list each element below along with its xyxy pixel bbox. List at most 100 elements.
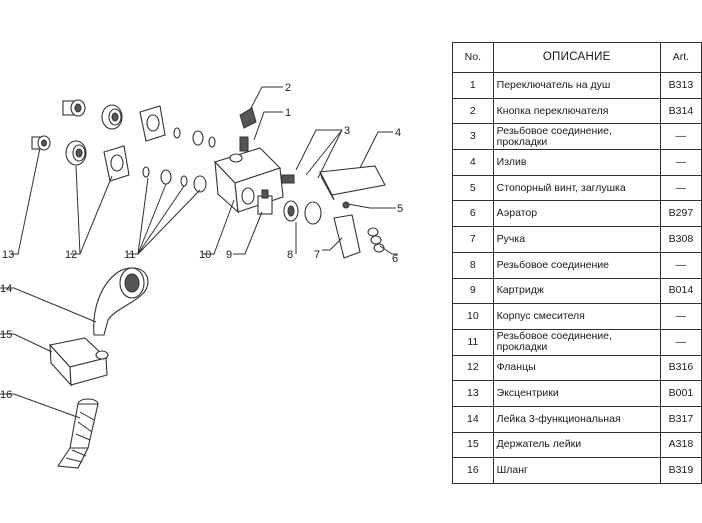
row-description: Шланг: [492, 457, 661, 484]
cartridge-part: [257, 189, 273, 215]
row-article: —: [659, 251, 702, 279]
row-article: —: [659, 174, 702, 202]
row-description: Кнопка переключателя: [492, 97, 661, 125]
callout-13: 13: [2, 249, 14, 261]
row-description: Резьбовое соединение, прокладки: [492, 328, 661, 356]
row-number: 14: [452, 405, 494, 433]
callout-16: 16: [0, 389, 12, 401]
row-article: B316: [659, 354, 702, 382]
callout-1: 1: [285, 107, 291, 119]
row-description: Фланцы: [492, 354, 661, 382]
row-article: B001: [659, 380, 702, 407]
row-number: 11: [452, 328, 494, 356]
threaded-connector-part: [281, 174, 322, 225]
row-number: 15: [452, 431, 494, 459]
row-number: 2: [452, 97, 494, 125]
shower-holder-part: [48, 337, 109, 387]
row-article: —: [659, 149, 702, 176]
hand-shower-part: [93, 267, 149, 336]
row-article: —: [659, 303, 702, 330]
handle-part: [333, 201, 361, 259]
row-description: Аэратор: [492, 200, 661, 228]
row-article: —: [659, 328, 702, 356]
callout-12: 12: [65, 249, 77, 261]
callout-10: 10: [199, 249, 211, 261]
row-number: 4: [452, 149, 494, 176]
aerator-part: [367, 227, 385, 253]
leader-lines: [0, 86, 398, 419]
callout-4: 4: [395, 127, 401, 139]
row-article: B317: [659, 405, 702, 433]
row-description: Картридж: [492, 277, 661, 305]
row-description: Переключатель на душ: [492, 72, 661, 99]
callout-8: 8: [287, 249, 293, 261]
row-number: 7: [452, 226, 494, 253]
callout-7: 7: [314, 249, 320, 261]
row-article: B319: [659, 457, 702, 484]
callout-5: 5: [397, 203, 403, 215]
row-number: 5: [452, 174, 494, 202]
callout-9: 9: [226, 249, 232, 261]
row-description: Излив: [492, 149, 661, 176]
row-description: Резьбовое соединение: [492, 251, 661, 279]
row-article: A318: [659, 431, 702, 459]
header-description: ОПИСАНИЕ: [492, 42, 661, 73]
callout-6: 6: [392, 253, 398, 265]
row-article: B297: [659, 200, 702, 228]
row-description: Эксцентрики: [492, 380, 661, 407]
callout-3: 3: [344, 125, 350, 137]
callout-2: 2: [285, 82, 291, 94]
row-article: B313: [659, 72, 702, 99]
row-description: Стопорный винт, заглушка: [492, 174, 661, 202]
row-description: Лейка 3-функциональная: [492, 405, 661, 433]
row-number: 1: [452, 72, 494, 99]
hose-part: [57, 398, 99, 469]
row-article: B014: [659, 277, 702, 305]
row-number: 8: [452, 251, 494, 279]
ring-seals: [142, 127, 216, 193]
callout-labels: 1 2 3 4 5 6 7 8 9 10 11 12 13 14 15 16: [0, 82, 403, 401]
row-number: 13: [452, 380, 494, 407]
row-number: 3: [452, 123, 494, 151]
flange-part: [65, 104, 123, 166]
row-description: Держатель лейки: [492, 431, 661, 459]
row-number: 12: [452, 354, 494, 382]
row-article: —: [659, 123, 702, 151]
header-no: No.: [452, 42, 494, 73]
row-article: B314: [659, 97, 702, 125]
row-number: 16: [452, 457, 494, 484]
square-cover-part: [103, 105, 166, 182]
row-number: 10: [452, 303, 494, 330]
row-description: Корпус смесителя: [492, 303, 661, 330]
header-art: Art.: [659, 42, 702, 73]
row-article: B308: [659, 226, 702, 253]
callout-15: 15: [0, 329, 12, 341]
callout-11: 11: [124, 249, 135, 261]
exploded-view-diagram: 1 2 3 4 5 6 7 8 9 10 11 12 13 14 15 16: [0, 82, 403, 469]
row-number: 6: [452, 200, 494, 228]
eccentric-part: [31, 99, 86, 151]
mixer-body: [213, 107, 284, 214]
table-header-row: No. ОПИСАНИЕ Art.: [452, 42, 702, 73]
row-number: 9: [452, 277, 494, 305]
row-description: Резьбовое соединение, прокладки: [492, 123, 661, 151]
callout-14: 14: [0, 283, 12, 295]
row-description: Ручка: [492, 226, 661, 253]
